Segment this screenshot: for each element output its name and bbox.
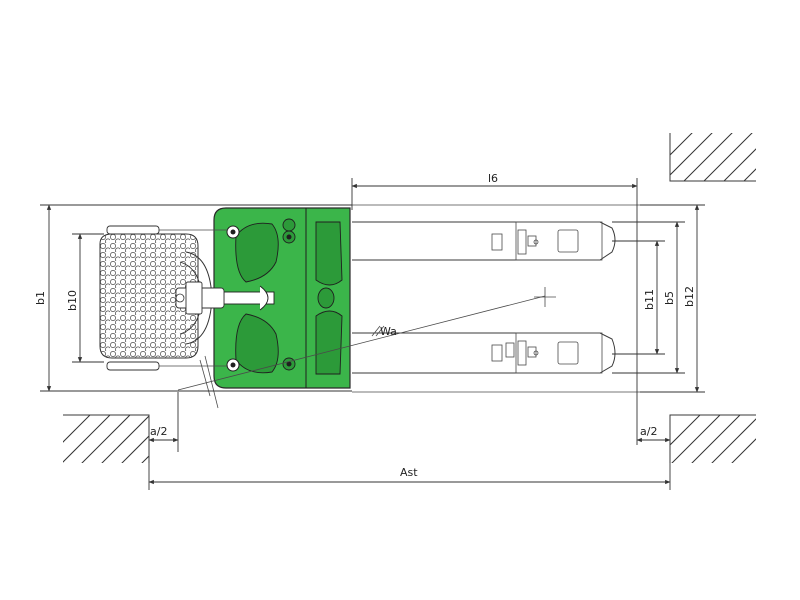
wa-tick-1 bbox=[371, 325, 381, 337]
dim-a2-left: a/2 bbox=[148, 392, 179, 452]
turning-line bbox=[177, 295, 546, 391]
a2-right-label: a/2 bbox=[640, 425, 657, 438]
wall-bottom-right bbox=[669, 414, 756, 463]
dim-b12: b12 bbox=[640, 204, 705, 393]
fork-upper bbox=[352, 221, 616, 261]
a2-left-label: a/2 bbox=[150, 425, 167, 438]
b10-label: b10 bbox=[66, 290, 79, 311]
b1-label: b1 bbox=[34, 291, 47, 305]
dim-b10: b10 bbox=[66, 233, 104, 363]
wall-top-right bbox=[669, 133, 756, 182]
dim-ast: Ast bbox=[148, 463, 671, 490]
wa-tick-2 bbox=[375, 325, 385, 337]
truck-body bbox=[213, 207, 351, 389]
wa-label: Wa bbox=[380, 325, 397, 338]
wall-bottom-left bbox=[63, 414, 150, 463]
dim-b11: b11 bbox=[612, 240, 665, 355]
operator-platform bbox=[99, 225, 228, 409]
b12-label: b12 bbox=[683, 286, 696, 307]
b11-label: b11 bbox=[643, 289, 656, 310]
l6-label: l6 bbox=[488, 172, 498, 185]
ast-label: Ast bbox=[400, 466, 418, 479]
dim-b5: b5 bbox=[612, 221, 685, 374]
dim-b1: b1 bbox=[34, 204, 352, 392]
b5-label: b5 bbox=[663, 291, 676, 305]
dim-a2-right: a/2 bbox=[636, 425, 671, 443]
fork-lower bbox=[352, 332, 616, 374]
dim-l6: l6 bbox=[351, 172, 638, 445]
